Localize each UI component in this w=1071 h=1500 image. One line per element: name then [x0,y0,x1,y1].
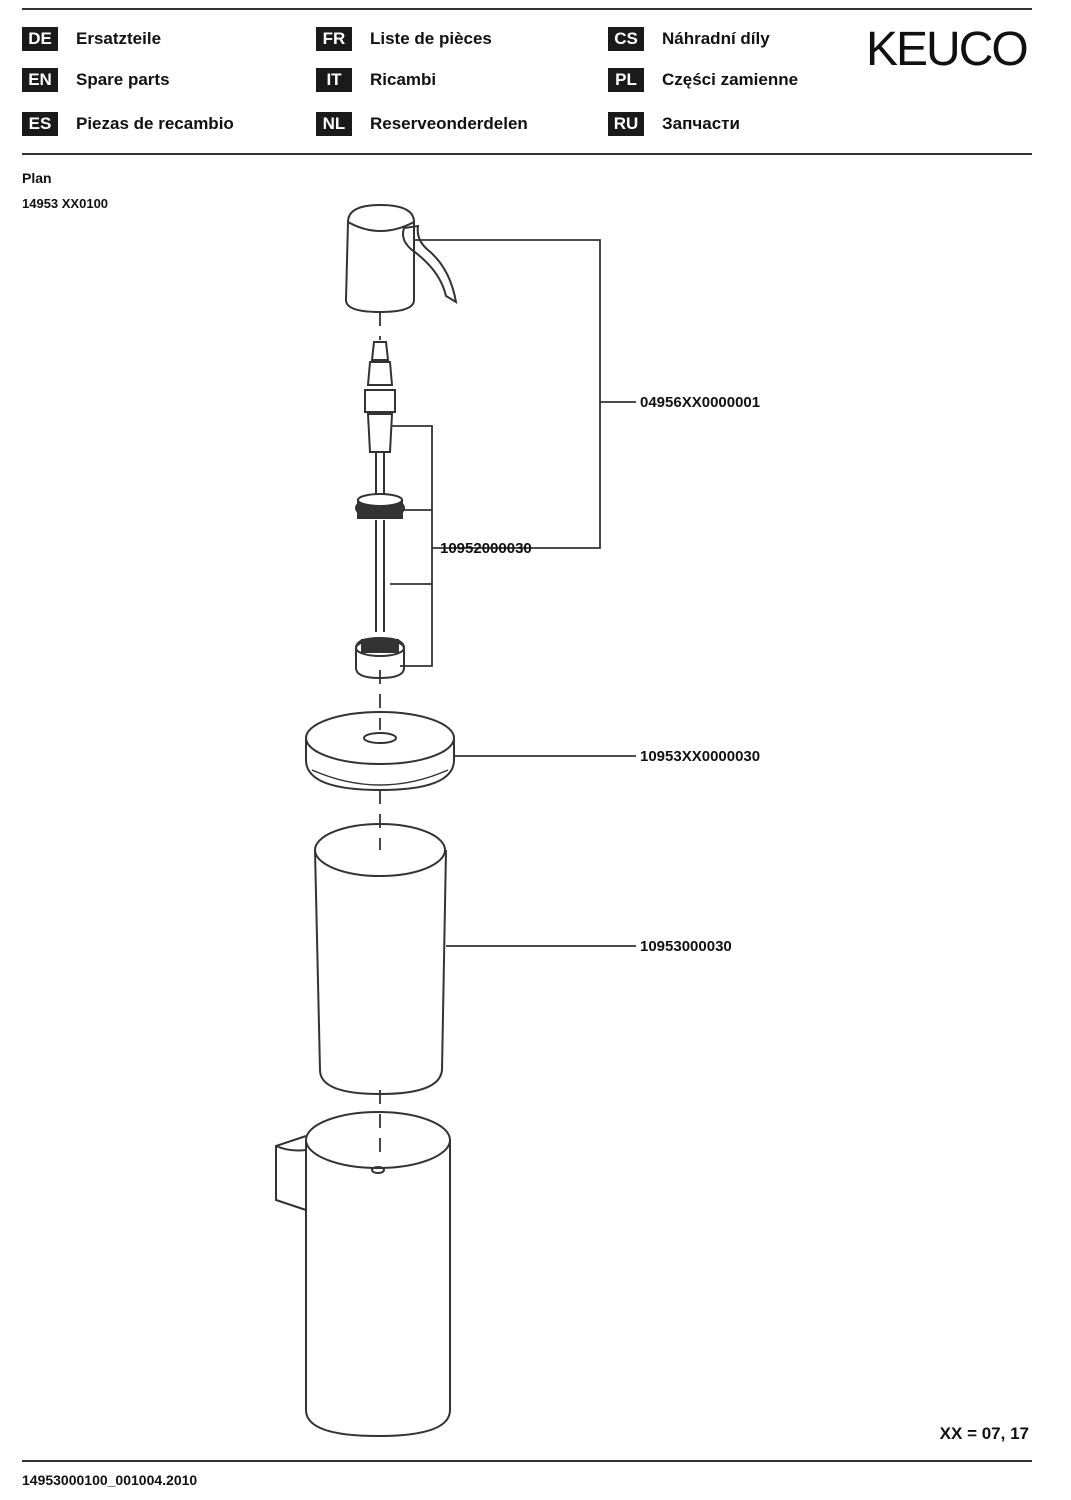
inner-container [314,823,447,1096]
lang-code: RU [608,112,644,136]
part-number-lid: 10953XX0000030 [640,748,761,765]
lang-label: Reserveonderdelen [370,114,528,133]
callout-leaders [390,239,636,947]
lang-fr: FR Liste de pièces [316,26,492,52]
lang-de: DE Ersatzteile [22,26,161,52]
document-id: 14953000100_001004.2010 [22,1472,198,1488]
lang-label: Ersatzteile [76,29,162,48]
part-number-inner-container: 10953000030 [640,938,732,955]
lang-nl: NL Reserveonderdelen [316,111,528,137]
lang-cs: CS Náhradní díly [608,26,770,52]
lang-label: Náhradní díly [662,29,770,48]
lid [305,711,455,792]
lang-code: EN [22,68,58,92]
variant-note: XX = 07, 17 [939,1424,1029,1443]
wall-holder [275,1111,451,1438]
lang-pl: PL Części zamienne [608,67,798,93]
lang-ru: RU Запчасти [608,111,740,137]
lang-label: Запчасти [662,114,740,133]
brand-logo: KEUCO [866,23,1029,76]
lang-code: DE [22,27,58,51]
product-number: 14953 XX0100 [22,196,109,211]
lang-it: IT Ricambi [316,67,436,93]
top-rule [22,8,1032,10]
lang-label: Liste de pièces [370,29,492,48]
product-name: Plan [22,170,52,186]
lang-code: ES [22,112,58,136]
lang-code: IT [316,68,352,92]
pump-head [344,203,458,314]
header-bottom-rule [22,153,1032,155]
lang-label: Ricambi [370,70,437,89]
lang-code: PL [608,68,644,92]
lang-es: ES Piezas de recambio [22,111,234,137]
lang-en: EN Spare parts [22,67,170,93]
lang-label: Części zamienne [662,70,799,89]
lang-label: Spare parts [76,70,170,89]
footer-rule [22,1460,1032,1462]
lang-label: Piezas de recambio [76,114,234,133]
lang-code: NL [316,112,352,136]
pump-spindle [355,341,405,680]
lang-code: CS [608,27,644,51]
part-number-pump-head: 04956XX0000001 [640,394,761,411]
lang-code: FR [316,27,352,51]
part-number-pump-spindle: 10952000030 [440,540,532,557]
